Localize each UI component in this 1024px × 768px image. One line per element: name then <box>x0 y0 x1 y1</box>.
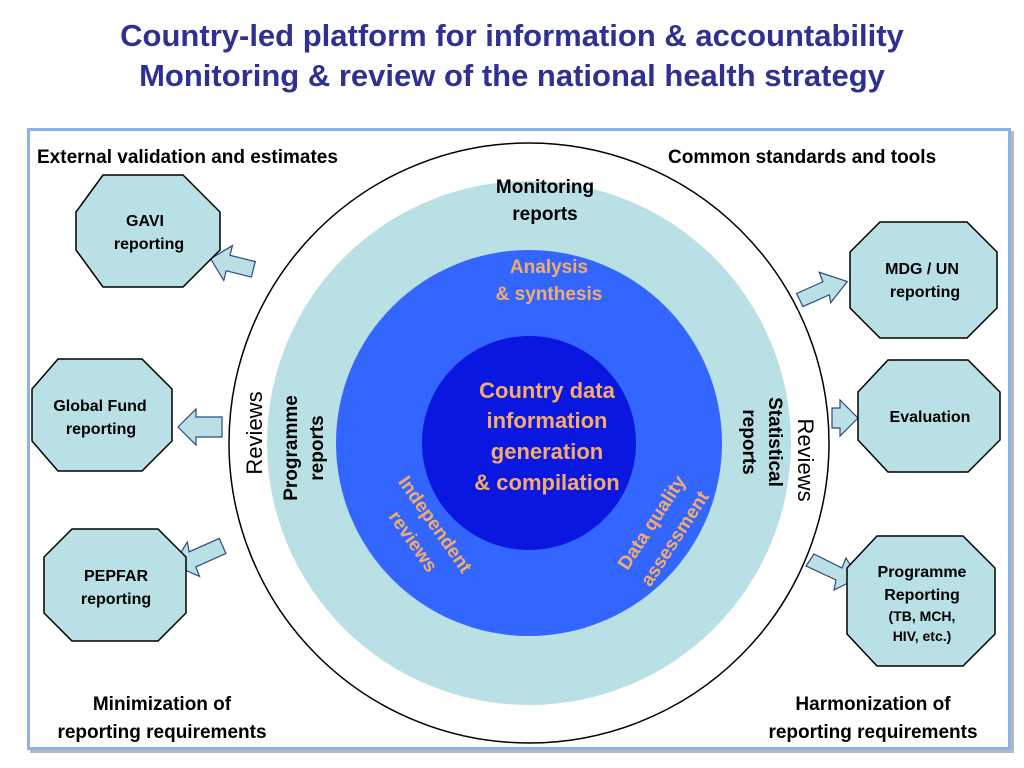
programme-reporting-label-2: Reporting <box>884 587 960 604</box>
mdg-un-label-2: reporting <box>890 284 960 301</box>
top-right-caption: Common standards and tools <box>668 147 937 168</box>
bottom-right-caption-line1: Harmonization of <box>795 694 951 715</box>
gavi-label-1: GAVI <box>126 213 164 230</box>
programme-reporting-label-3: (TB, MCH, <box>889 608 956 624</box>
bottom-right-caption-line2: reporting requirements <box>768 722 978 743</box>
programme-reporting-label-4: HIV, etc.) <box>893 628 952 644</box>
top-left-caption: External validation and estimates <box>37 147 338 168</box>
reviews-right-label: Reviews <box>793 418 818 501</box>
programme-reporting-label-1: Programme <box>878 564 967 581</box>
programme-reporting-box <box>846 535 996 667</box>
global-fund-box <box>31 358 173 472</box>
monitoring-label-1: Monitoring <box>496 177 594 198</box>
core-label-4: & compilation <box>474 470 619 495</box>
programme-label-2: reports <box>307 415 328 480</box>
analysis-label-2: & synthesis <box>496 284 603 305</box>
page-subtitle: Monitoring & review of the national heal… <box>139 58 885 93</box>
mdg-un-box <box>849 221 998 339</box>
bottom-left-caption-line2: reporting requirements <box>57 722 267 743</box>
global-fund-label-1: Global Fund <box>53 398 146 415</box>
evaluation-arrow <box>831 398 859 438</box>
reviews-left-label: Reviews <box>242 391 267 474</box>
core-label-1: Country data <box>479 378 615 403</box>
bottom-left-caption-line1: Minimization of <box>92 694 232 715</box>
core-label-3: generation <box>491 439 603 464</box>
pepfar-label-1: PEPFAR <box>84 568 148 585</box>
global-fund-arrow <box>177 407 223 447</box>
mdg-un-label-1: MDG / UN <box>885 261 959 278</box>
pepfar-label-2: reporting <box>81 591 151 608</box>
evaluation-label: Evaluation <box>890 409 971 426</box>
bottom-right-caption: Harmonization of reporting requirements <box>746 691 1000 747</box>
gavi-label-2: reporting <box>114 236 184 253</box>
core-label-2: information <box>487 408 608 433</box>
core-circle <box>422 336 636 550</box>
global-fund-label-2: reporting <box>66 421 136 438</box>
programme-label-1: Programme <box>281 395 302 501</box>
page-title: Country-led platform for information & a… <box>120 18 904 53</box>
analysis-label-1: Analysis <box>510 257 588 278</box>
gavi-box <box>75 174 221 288</box>
evaluation-box <box>857 359 1001 473</box>
statistical-label-2: reports <box>738 409 759 474</box>
pepfar-box <box>43 528 187 642</box>
monitoring-label-2: reports <box>512 204 577 225</box>
mdg-arrow <box>795 271 849 308</box>
bottom-left-caption: Minimization of reporting requirements <box>36 691 288 747</box>
gavi-arrow <box>209 244 257 283</box>
programme-arrow <box>805 553 859 592</box>
statistical-label-1: Statistical <box>764 397 785 487</box>
